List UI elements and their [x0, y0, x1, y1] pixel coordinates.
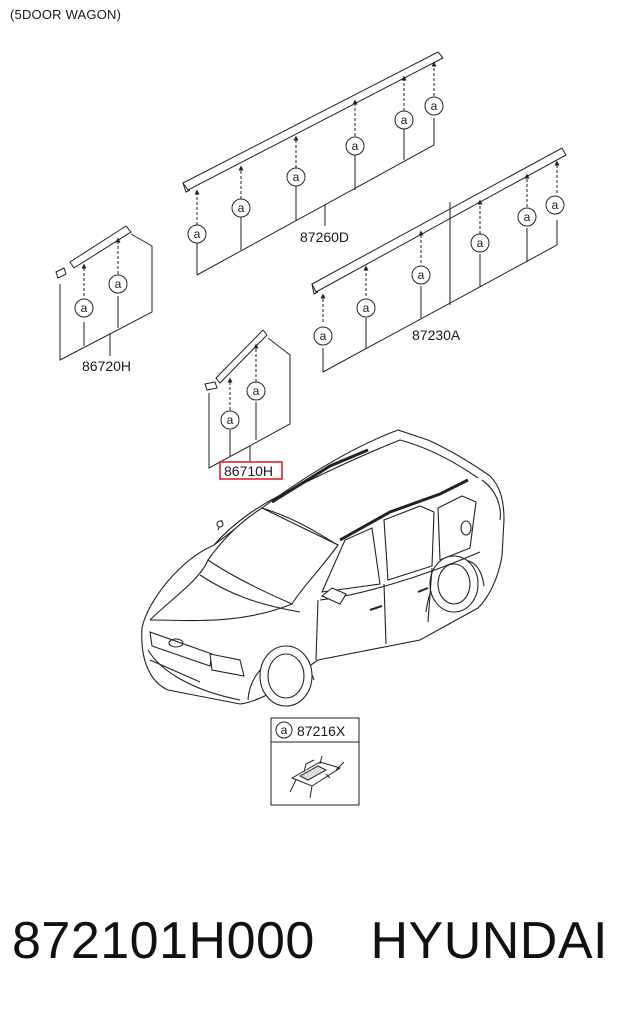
parts-diagram: a a a a a a 87260D a a a a a a 87230A [55, 51, 567, 806]
svg-text:a: a [115, 277, 122, 291]
callouts-87230a: a a a a a a [313, 195, 565, 346]
moulding-87260d-group [182, 51, 444, 276]
clip-detail-box: a 87216X [270, 717, 360, 806]
moulding-86710h-group [204, 329, 291, 469]
svg-text:a: a [431, 99, 438, 113]
footer-bar: 872101H000 HYUNDAI [0, 905, 620, 977]
callouts-86720h: a a [74, 274, 128, 318]
callouts-86710h: a a [220, 381, 266, 430]
svg-text:a: a [524, 210, 531, 224]
svg-text:a: a [418, 268, 425, 282]
part-label-87260d[interactable]: 87260D [300, 229, 349, 245]
car-illustration [141, 429, 505, 707]
part-label-86720h[interactable]: 86720H [82, 358, 131, 374]
svg-text:a: a [363, 301, 370, 315]
svg-text:a: a [552, 198, 559, 212]
svg-text:a: a [81, 301, 88, 315]
footer-part-number: 872101H000 [12, 912, 315, 970]
svg-text:a: a [238, 201, 245, 215]
clip-icon [289, 755, 345, 799]
svg-text:a: a [293, 170, 300, 184]
svg-text:a: a [253, 384, 260, 398]
svg-text:a: a [194, 227, 201, 241]
svg-text:a: a [477, 236, 484, 250]
svg-text:a: a [401, 113, 408, 127]
footer-brand: HYUNDAI [370, 912, 608, 970]
moulding-87230a-group [311, 147, 567, 373]
part-label-87216x[interactable]: 87216X [297, 723, 346, 739]
part-label-87230a[interactable]: 87230A [412, 327, 461, 343]
part-label-86710h[interactable]: 86710H [224, 463, 273, 479]
callouts-87260d: a a a a a a [187, 96, 444, 244]
svg-text:a: a [227, 413, 234, 427]
diagram-title: (5DOOR WAGON) [10, 7, 122, 22]
moulding-86720h-group [55, 225, 153, 361]
svg-text:a: a [320, 329, 327, 343]
highlight-box [219, 461, 283, 480]
svg-text:a: a [352, 139, 359, 153]
svg-text:a: a [281, 723, 288, 737]
